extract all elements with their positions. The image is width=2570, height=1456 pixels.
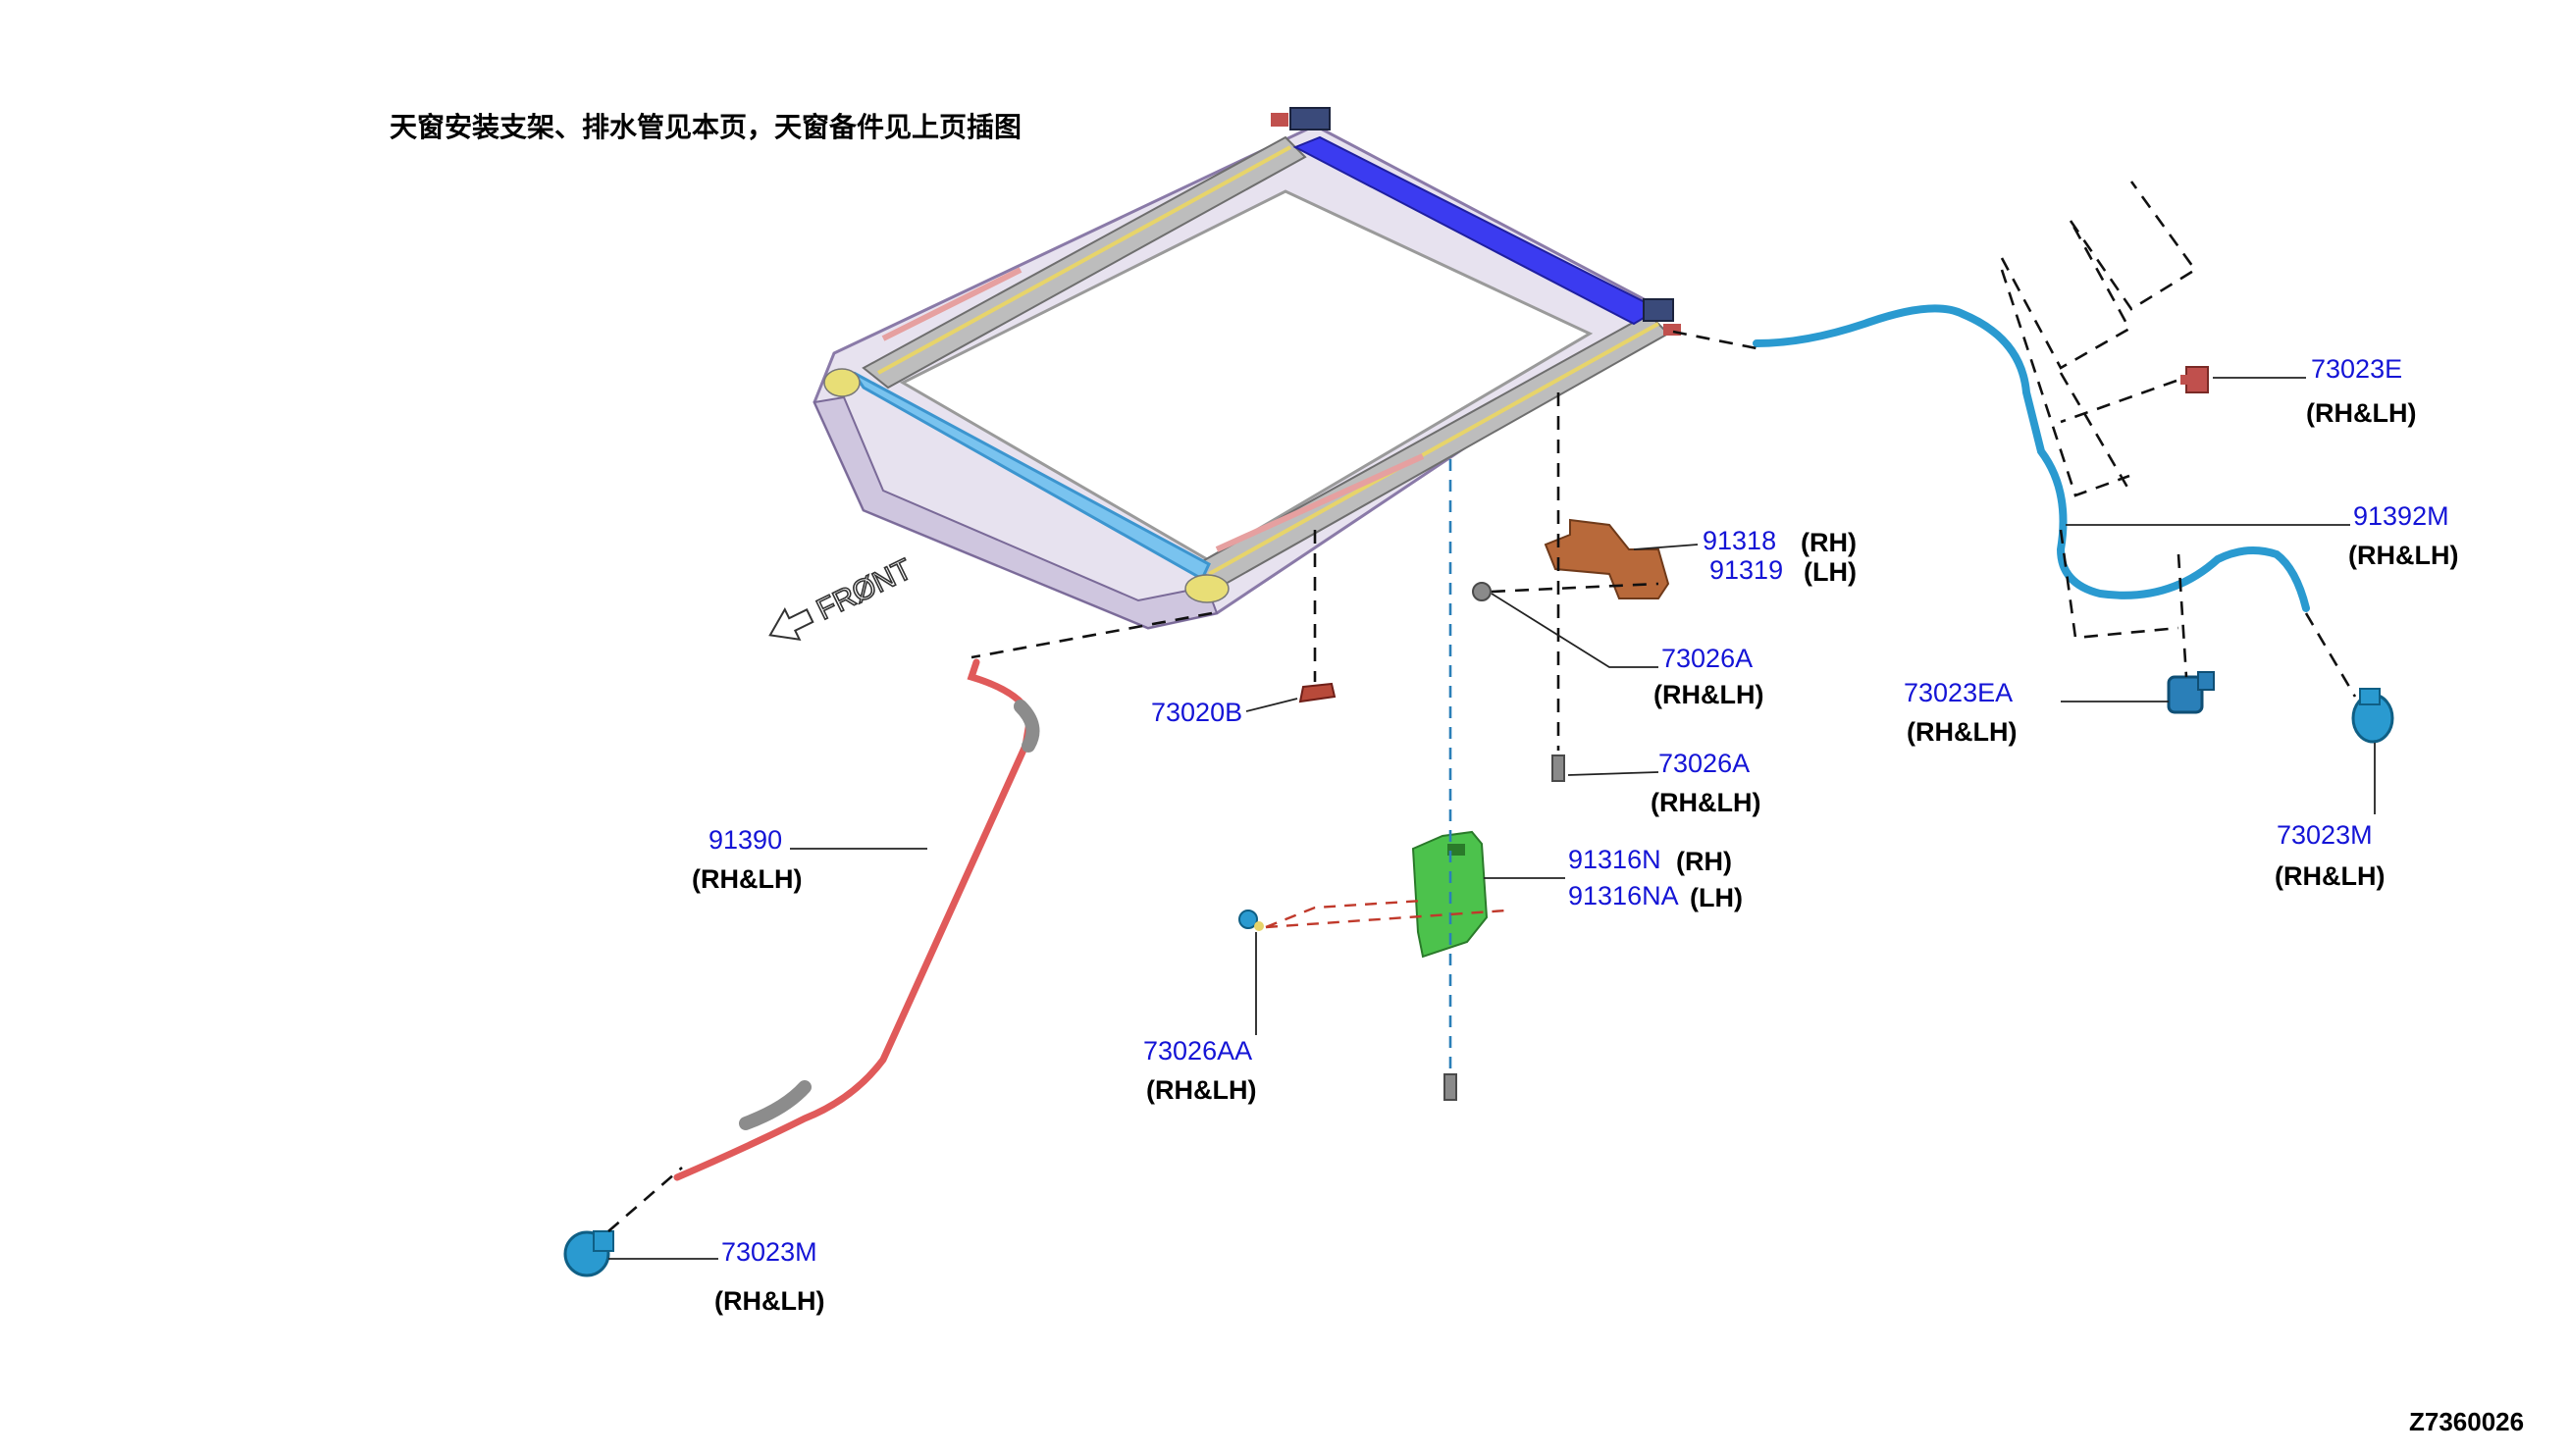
side-73026a-upper: (RH&LH)	[1653, 680, 1763, 709]
side-91316na: (LH)	[1690, 883, 1743, 912]
connector-73026aa	[1265, 899, 1507, 929]
part-code-73026a-lower: 73026A	[1658, 749, 1750, 778]
leader-91318	[1633, 544, 1699, 550]
rear-drain-hose-assembly	[1753, 181, 2394, 744]
connector-front-grommet	[607, 1167, 683, 1232]
bracket-91318-91319	[1544, 518, 1670, 599]
side-91392m: (RH&LH)	[2348, 541, 2458, 570]
front-drain-hose-assembly	[563, 658, 1040, 1277]
rear-hose-callout-box-3	[2000, 269, 2130, 497]
grommet-73020b	[1298, 682, 1337, 703]
rear-hose-callout-box-2	[2069, 181, 2197, 311]
part-code-73023ea: 73023EA	[1904, 678, 2013, 707]
rear-left-outlet	[1289, 107, 1331, 130]
sunroof-frame	[813, 107, 1681, 630]
bolt-bottom	[1443, 1073, 1457, 1101]
part-code-91316na: 91316NA	[1568, 881, 1679, 910]
side-73023ea: (RH&LH)	[1907, 717, 2017, 747]
screw-73026a-upper	[1472, 582, 1492, 601]
side-91319: (LH)	[1804, 557, 1857, 587]
clip-73023e	[2180, 366, 2209, 393]
part-code-91319: 91319	[1709, 555, 1783, 585]
clip-73023ea	[2167, 671, 2215, 714]
side-91318: (RH)	[1801, 528, 1857, 557]
clip-73026aa	[1238, 910, 1264, 931]
side-91316n: (RH)	[1676, 847, 1732, 876]
part-code-91392m: 91392M	[2353, 501, 2449, 531]
front-direction-indicator: FRØNT	[768, 552, 918, 641]
rear-drain-hose	[1753, 304, 2310, 612]
grommet-73023m-left	[563, 1230, 614, 1277]
front-drain-hose	[673, 658, 1034, 1181]
side-73023e: (RH&LH)	[2306, 398, 2416, 428]
connector-73023e	[2060, 379, 2177, 424]
front-arrow-icon	[768, 606, 814, 641]
part-code-91318: 91318	[1703, 526, 1776, 555]
part-code-73020b: 73020B	[1151, 698, 1242, 727]
side-73023m-left: (RH&LH)	[714, 1286, 824, 1316]
leader-73020b	[1245, 698, 1298, 712]
connector-73023ea	[2177, 553, 2188, 678]
part-code-73026aa: 73026AA	[1143, 1036, 1252, 1066]
leader-73026a-lower	[1567, 771, 1659, 776]
side-73026a-lower: (RH&LH)	[1651, 788, 1760, 817]
connector-front-hose	[970, 611, 1213, 659]
connector-73026a-upper	[1491, 582, 1659, 594]
screw-73026a-lower	[1551, 754, 1565, 782]
connector-73023m-right	[2304, 612, 2357, 698]
frame-opening	[899, 189, 1594, 561]
rear-right-outlet	[1643, 298, 1674, 322]
part-code-73023m-right: 73023M	[2277, 820, 2373, 850]
leader-73026a-upper	[1491, 593, 1658, 668]
front-right-corner	[1184, 574, 1230, 603]
side-91390: (RH&LH)	[692, 864, 802, 894]
part-code-73023m-left: 73023M	[721, 1237, 817, 1267]
rear-hose-callout-box-4	[2059, 372, 2131, 492]
part-code-73023e: 73023E	[2311, 354, 2402, 384]
connector-rear-hose	[1672, 330, 1757, 350]
diagram-reference-code: Z7360026	[2409, 1407, 2524, 1436]
side-73026aa: (RH&LH)	[1146, 1075, 1256, 1105]
part-code-91316n: 91316N	[1568, 845, 1661, 874]
part-code-91390: 91390	[708, 825, 782, 855]
part-code-73026a-upper: 73026A	[1661, 644, 1753, 673]
grommet-73023m-right	[2351, 688, 2394, 744]
side-73023m-right: (RH&LH)	[2275, 861, 2385, 891]
rear-hose-callout-box-1	[2000, 220, 2131, 370]
header-note: 天窗安装支架、排水管见本页，天窗备件见上页插图	[390, 111, 1022, 143]
front-label: FRØNT	[812, 553, 917, 627]
front-left-corner	[823, 368, 861, 397]
